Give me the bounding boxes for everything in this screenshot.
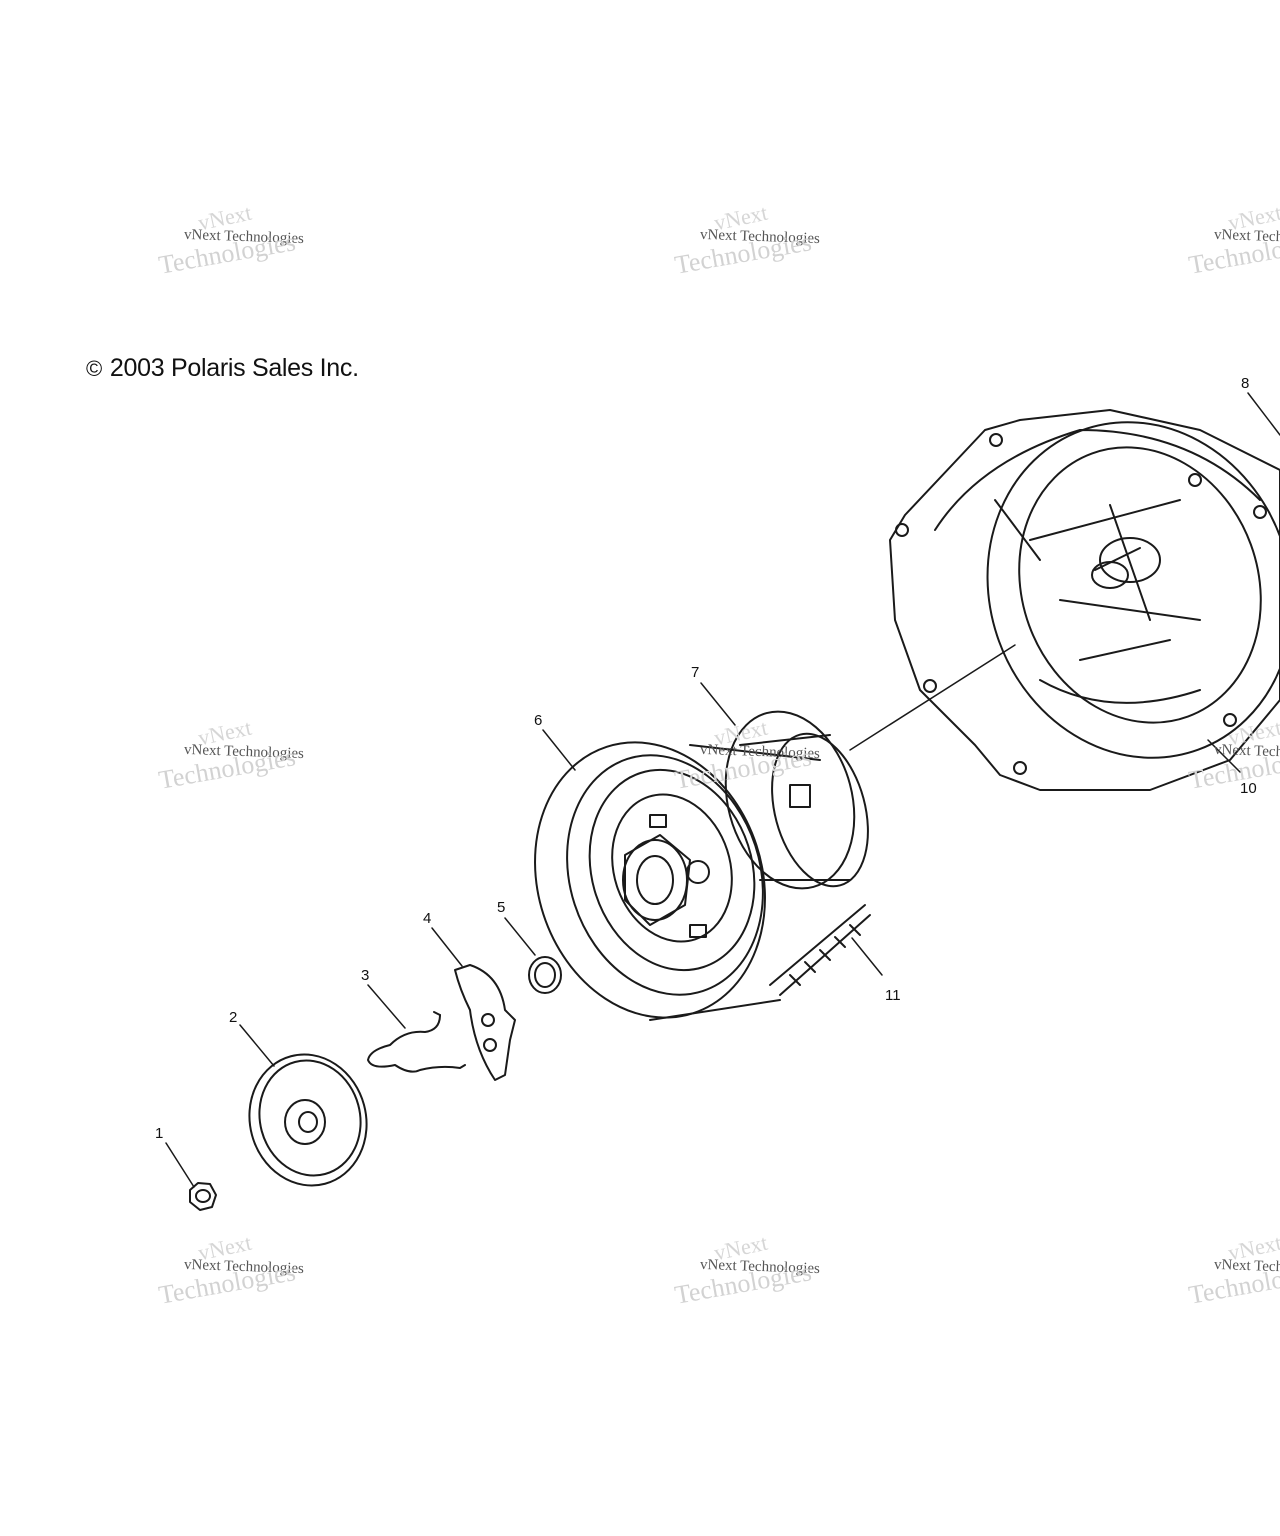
leader-lines — [165, 392, 1280, 1188]
part-1-nut — [189, 1182, 217, 1211]
part-10-housing — [889, 409, 1280, 791]
callout-8: 8 — [1241, 375, 1249, 392]
part-4-pawl — [454, 964, 516, 1081]
callout-6: 6 — [534, 712, 542, 729]
copyright-symbol: © — [86, 356, 102, 381]
callout-10: 10 — [1240, 780, 1257, 797]
callout-5: 5 — [497, 899, 505, 916]
part-7-drum — [724, 710, 869, 890]
part-2-plate — [248, 1053, 368, 1187]
assembly-centerline — [849, 644, 1016, 751]
part-11-rope — [769, 904, 871, 996]
part-6-pulley — [534, 741, 821, 1021]
callout-4: 4 — [423, 910, 431, 927]
callout-3: 3 — [361, 967, 369, 984]
callout-1: 1 — [155, 1125, 163, 1142]
callout-11: 11 — [885, 987, 901, 1004]
callout-2: 2 — [229, 1009, 237, 1026]
copyright-text: 2003 Polaris Sales Inc. — [109, 354, 359, 382]
part-3-clip — [367, 1011, 466, 1073]
callout-7: 7 — [691, 664, 699, 681]
part-5-spring — [528, 956, 562, 994]
copyright-notice: © 2003 Polaris Sales Inc. — [86, 354, 359, 383]
